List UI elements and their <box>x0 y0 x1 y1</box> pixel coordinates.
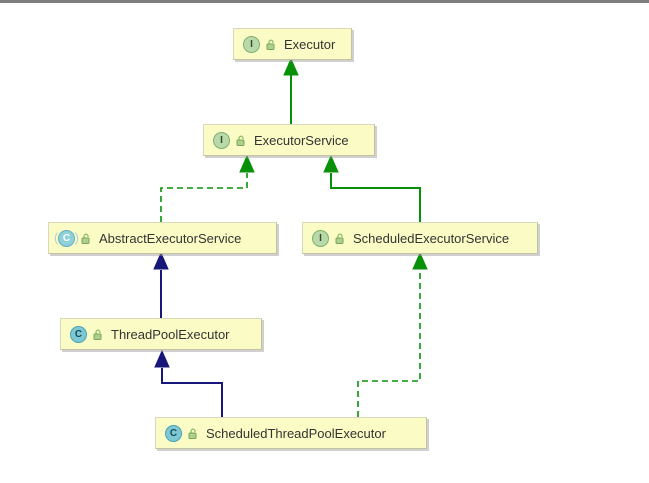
class-icon: C <box>165 424 182 442</box>
edge-scheduledexecutorservice-extends-executorservice[interactable] <box>323 154 421 222</box>
node-label: Executor <box>284 36 336 52</box>
lock-icon <box>80 232 92 244</box>
class-icon: C <box>70 325 87 343</box>
class-node-executor[interactable]: I Executor <box>233 28 352 60</box>
node-label: AbstractExecutorService <box>99 230 242 246</box>
lock-icon <box>235 134 247 146</box>
lock-icon <box>334 232 346 244</box>
node-label: ScheduledThreadPoolExecutor <box>206 425 386 441</box>
class-node-scheduled-thread-pool-executor[interactable]: C ScheduledThreadPoolExecutor <box>155 417 427 449</box>
class-node-scheduled-executor-service[interactable]: I ScheduledExecutorService <box>302 222 538 254</box>
node-label: ScheduledExecutorService <box>353 230 510 246</box>
edge-executorservice-extends-executor[interactable] <box>283 57 299 124</box>
edge-scheduledthreadpoolexecutor-implements-scheduledexecutorservice[interactable] <box>357 251 428 417</box>
node-label: ThreadPoolExecutor <box>111 326 230 342</box>
class-node-abstract-executor-service[interactable]: C AbstractExecutorService <box>48 222 277 254</box>
node-label: ExecutorService <box>254 132 349 148</box>
lock-icon <box>265 38 277 50</box>
interface-icon: I <box>243 35 260 53</box>
class-node-thread-pool-executor[interactable]: C ThreadPoolExecutor <box>60 318 262 350</box>
interface-icon: I <box>213 131 230 149</box>
edge-threadpoolexecutor-extends-abstractexecutorservice[interactable] <box>153 251 169 318</box>
abstract-class-icon: C <box>54 229 79 247</box>
edge-abstractexecutorservice-implements-executorservice[interactable] <box>160 154 255 222</box>
interface-icon: I <box>312 229 329 247</box>
edge-scheduledthreadpoolexecutor-extends-threadpoolexecutor[interactable] <box>154 349 223 417</box>
lock-icon <box>187 427 199 439</box>
window-top-divider <box>0 0 649 3</box>
lock-icon <box>92 328 104 340</box>
class-node-executor-service[interactable]: I ExecutorService <box>203 124 375 156</box>
